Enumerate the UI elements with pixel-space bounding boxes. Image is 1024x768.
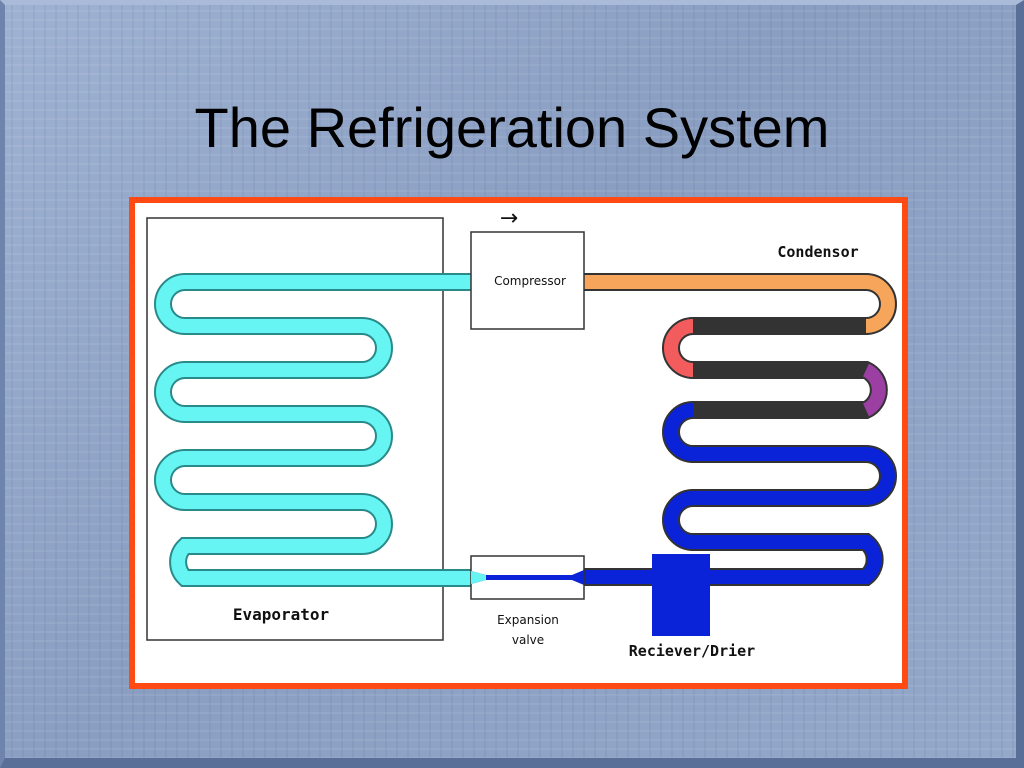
evaporator-coil [154, 273, 472, 587]
flow-direction-arrow: → [500, 206, 518, 231]
receiver-drier [652, 554, 710, 636]
compressor-label: Compressor [494, 274, 566, 288]
receiver-drier-label: Reciever/Drier [629, 642, 755, 660]
expansion-valve-label-line2: valve [512, 633, 544, 647]
expansion-valve-restriction [471, 570, 584, 585]
condensor-label: Condensor [777, 243, 858, 261]
compressor-box [470, 231, 585, 330]
slide-title: The Refrigeration System [194, 96, 830, 159]
expansion-valve-inlet [471, 571, 486, 584]
condenser-coil [584, 273, 897, 586]
diagram-panel: Compressor → Expansion valve Condensor E… [129, 197, 908, 689]
evaporator-box [146, 217, 444, 641]
expansion-valve-label-line1: Expansion [497, 613, 559, 627]
refrigeration-diagram: Compressor → Expansion valve Condensor E… [135, 203, 902, 683]
evaporator-label: Evaporator [233, 605, 329, 624]
